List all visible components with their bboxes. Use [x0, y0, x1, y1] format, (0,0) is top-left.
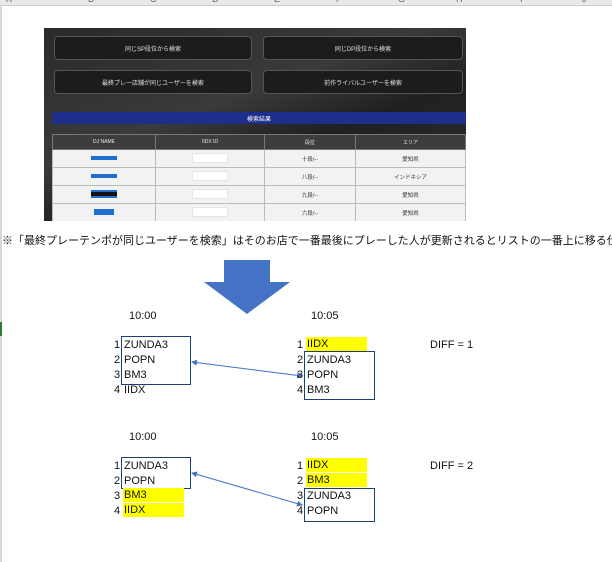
row-header-bar [0, 6, 2, 562]
row-number: 3 [297, 369, 304, 381]
row-number: 2 [297, 475, 304, 487]
search-same-dp-rank-button[interactable]: 同じDP段位から検索 [263, 36, 463, 60]
table-row[interactable]: 九段/-- 愛知県 [52, 185, 466, 204]
area-cell: 愛知県 [355, 185, 466, 204]
table-row[interactable]: 十段/-- 愛知県 [52, 149, 466, 168]
player-name-highlighted: BM3 [123, 488, 184, 502]
row-number: 2 [114, 354, 121, 366]
row-number: 4 [297, 384, 304, 396]
area-cell: 愛知県 [355, 149, 466, 168]
time-label-right-2: 10:05 [311, 431, 339, 443]
col-dj-name: DJ NAME [52, 134, 156, 150]
time-label-right-1: 10:05 [311, 310, 339, 322]
player-name: IIDX [124, 384, 146, 396]
column-header-d[interactable]: D [212, 0, 219, 4]
spec-note: ※「最終プレーテンポが同じユーザーを検索」はそのお店で一番最後にプレーした人が更… [2, 235, 612, 247]
row-number: 1 [297, 339, 304, 351]
row-number: 3 [114, 369, 121, 381]
active-row-marker [0, 322, 2, 336]
group-box-left-1 [121, 336, 191, 385]
player-name: POPN [124, 475, 156, 487]
area-cell: インドネシア [355, 167, 466, 186]
player-name: ZUNDA3 [124, 460, 169, 472]
row-number: 3 [297, 490, 304, 502]
diff-label-2: DIFF = 2 [430, 460, 474, 472]
redacted-iidx-id [155, 149, 265, 168]
player-name: POPN [307, 505, 339, 517]
row-number: 3 [114, 490, 121, 502]
search-rival-button[interactable]: 前作ライバルユーザーを検索 [263, 70, 463, 94]
diff-label-1: DIFF = 1 [430, 339, 474, 351]
column-header-c[interactable]: C [150, 0, 157, 4]
row-number: 1 [297, 460, 304, 472]
embedded-screenshot[interactable]: 同じSP段位から検索 同じDP段位から検索 最終プレー店舗が同じユーザーを検索 … [44, 28, 466, 221]
row-number: 4 [297, 505, 304, 517]
row-number: 1 [114, 460, 121, 472]
time-label-left-2: 10:00 [129, 431, 157, 443]
results-table: DJ NAME IIDX ID 段位 エリア 十段/-- 愛知県 八段/-- イ… [52, 134, 466, 221]
connector-line-1 [191, 359, 303, 379]
column-header-f[interactable]: F [336, 0, 342, 4]
connector-line-2 [191, 471, 303, 507]
rank-cell: 九段/-- [264, 185, 356, 204]
column-header-bar: A B C D E F G H I J [0, 0, 612, 6]
player-name-highlighted: IIDX [306, 458, 367, 472]
row-number: 1 [114, 339, 121, 351]
column-header-e[interactable]: E [274, 0, 280, 4]
row-number: 2 [297, 354, 304, 366]
player-name: ZUNDA3 [124, 339, 169, 351]
redacted-iidx-id [155, 203, 265, 221]
player-name-highlighted: IIDX [306, 337, 367, 351]
area-cell: 愛知県 [355, 203, 466, 221]
search-same-sp-rank-button[interactable]: 同じSP段位から検索 [54, 36, 252, 60]
player-name-highlighted: BM3 [306, 473, 367, 487]
column-header-b[interactable]: B [88, 0, 94, 4]
row-number: 4 [114, 384, 121, 396]
rank-cell: 十段/-- [264, 149, 356, 168]
group-box-right-1 [304, 351, 375, 400]
column-header-h[interactable]: H [456, 0, 463, 4]
group-box-right-2 [304, 488, 375, 522]
column-header-i[interactable]: I [520, 0, 523, 4]
results-title-bar: 検索結果 [52, 112, 466, 124]
down-arrow-icon [204, 260, 290, 314]
player-name: POPN [124, 354, 156, 366]
row-number: 2 [114, 475, 121, 487]
column-header-j[interactable]: J [582, 0, 587, 4]
player-name: BM3 [307, 384, 330, 396]
player-name: POPN [307, 369, 339, 381]
player-name-highlighted: IIDX [123, 503, 184, 517]
rank-cell: 六段/-- [264, 203, 356, 221]
player-name: ZUNDA3 [307, 490, 352, 502]
search-same-shop-button[interactable]: 最終プレー店舗が同じユーザーを検索 [54, 70, 252, 94]
redacted-dj-name [52, 203, 156, 221]
column-header-g[interactable]: G [398, 0, 405, 4]
table-row[interactable]: 六段/-- 愛知県 [52, 203, 466, 221]
column-header-a[interactable]: A [6, 0, 12, 4]
row-number: 4 [114, 505, 121, 517]
player-name: ZUNDA3 [307, 354, 352, 366]
col-iidx-id: IIDX ID [155, 134, 265, 150]
player-name: BM3 [124, 369, 147, 381]
time-label-left-1: 10:00 [129, 310, 157, 322]
